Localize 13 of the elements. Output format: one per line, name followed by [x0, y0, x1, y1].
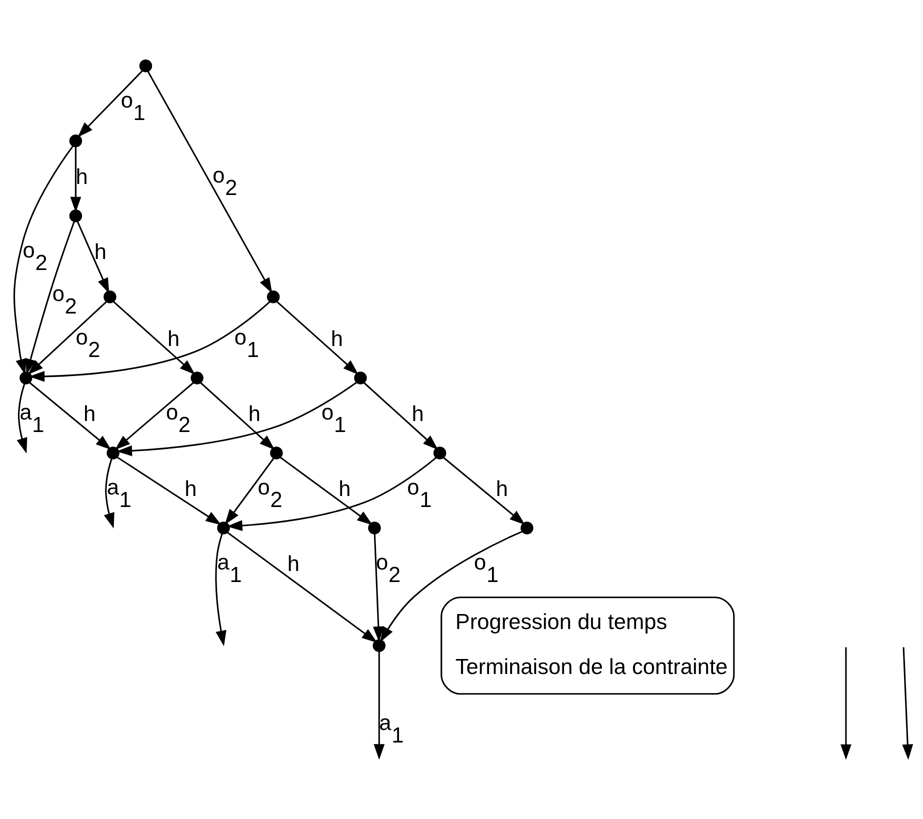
edge-label: h — [330, 326, 344, 352]
edge-label: h — [76, 164, 88, 190]
edge-label: h — [248, 401, 261, 426]
edge-label: h — [83, 401, 96, 426]
legend-label: Terminaison de la contrainte — [455, 654, 728, 679]
legend-label: Progression du temps — [455, 608, 668, 634]
edge-label: h — [338, 476, 351, 502]
edge-label: h — [94, 239, 106, 264]
edge-label: h — [168, 326, 180, 352]
edge-label: h — [287, 551, 300, 576]
edge-label: h — [412, 401, 424, 426]
edge-label: h — [496, 476, 508, 502]
edge-label: h — [184, 476, 197, 502]
